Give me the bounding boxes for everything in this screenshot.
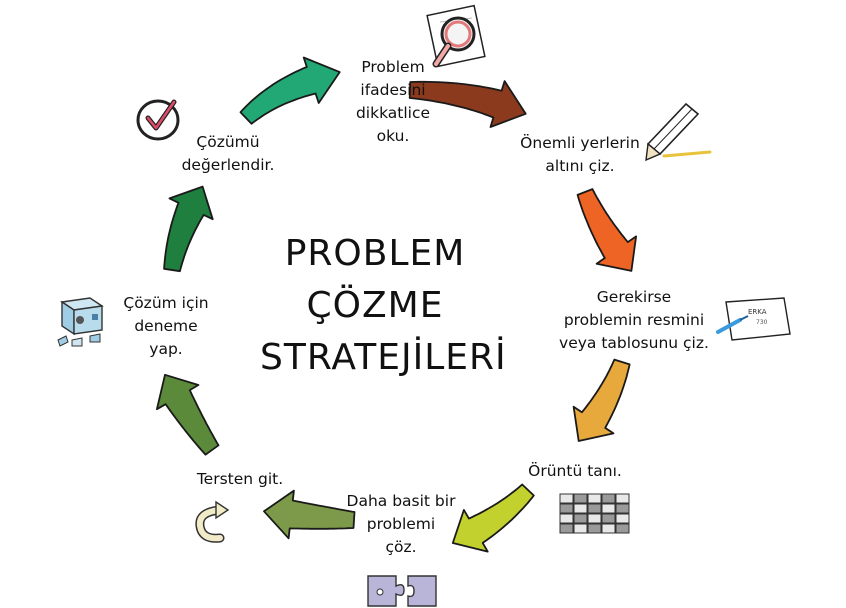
step-line: yap. [149,340,183,358]
pattern-tile [573,493,588,504]
pattern-tile [601,503,616,514]
title-line-2: ÇÖZME [306,285,444,326]
pattern-tile [615,513,630,524]
pattern-tile [587,513,602,524]
pattern-tile [601,523,616,534]
step-line: Önemli yerlerin [520,134,640,152]
puzzle-icon [367,575,437,607]
step-solve-simpler-problem: Daha basit bir problemi çöz. [330,490,472,559]
arrow-pattern-to-simpler [451,483,535,553]
pattern-tile [615,503,630,514]
pattern-tile [573,503,588,514]
pattern-tile [601,513,616,524]
pencil-icon [645,102,712,162]
step-line: Çözümü [196,133,260,151]
arrow-draw-to-pattern [572,358,631,442]
step-guess-and-check: Çözüm için deneme yap. [108,292,224,361]
arrow-underline-to-draw [576,188,637,272]
checkmark-icon [136,99,180,141]
magnifier-icon [426,4,486,68]
step-line: problemi [366,515,436,533]
step-line: veya tablosunu çiz. [559,334,709,352]
svg-text:ERKA: ERKA [748,308,767,316]
step-line: çöz. [385,538,417,556]
arrow-read-to-underline [408,80,527,128]
step-line: Problem [361,58,425,76]
step-line: değerlendir. [181,156,275,174]
pattern-tile [559,503,574,514]
svg-text:730: 730 [756,319,768,326]
step-line: problemin resmini [563,311,705,329]
step-read-problem: Problem ifadesini dikkatlice oku. [330,56,456,148]
drawing-board-icon: ERKA 730 [716,297,791,341]
step-evaluate-solution: Çözümü değerlendir. [168,131,288,177]
diagram-title: PROBLEM ÇÖZME STRATEJİLERİ [260,228,507,384]
pattern-grid-icon [559,493,630,534]
pattern-tile [615,493,630,504]
step-line: Tersten git. [196,470,284,488]
arrow-backwards-to-guess [155,373,220,456]
pattern-tile [559,493,574,504]
pattern-tile [559,513,574,524]
step-work-backwards: Tersten git. [180,468,300,491]
step-line: Daha basit bir [346,492,456,510]
pattern-tile [559,523,574,534]
step-draw-picture-or-table: Gerekirse problemin resmini veya tablosu… [548,286,720,355]
pattern-tile [601,493,616,504]
title-line-1: PROBLEM [284,233,466,274]
step-underline-key-parts: Önemli yerlerin altını çiz. [500,132,660,178]
pattern-tile [587,493,602,504]
pattern-tile [573,513,588,524]
pattern-tile [587,503,602,514]
arrow-evaluate-to-read [239,56,341,125]
arrow-guess-to-evaluate [163,185,214,273]
step-line: Gerekirse [596,288,672,306]
cycle-arrows [155,56,637,553]
cube-icon [57,297,104,347]
pattern-tile [615,523,630,534]
reverse-arrow-icon [195,500,230,543]
step-line: Çözüm için [123,294,209,312]
title-line-3: STRATEJİLERİ [260,337,507,378]
step-line: Örüntü tanı. [528,462,622,480]
step-line: dikkatlice [355,104,431,122]
step-recognize-pattern: Örüntü tanı. [510,460,640,483]
step-line: ifadesini [360,81,426,99]
step-line: oku. [376,127,410,145]
pattern-tile [573,523,588,534]
arrow-simpler-to-backwards [263,489,356,540]
pattern-tile [587,523,602,534]
step-line: altını çiz. [545,157,615,175]
step-line: deneme [134,317,198,335]
